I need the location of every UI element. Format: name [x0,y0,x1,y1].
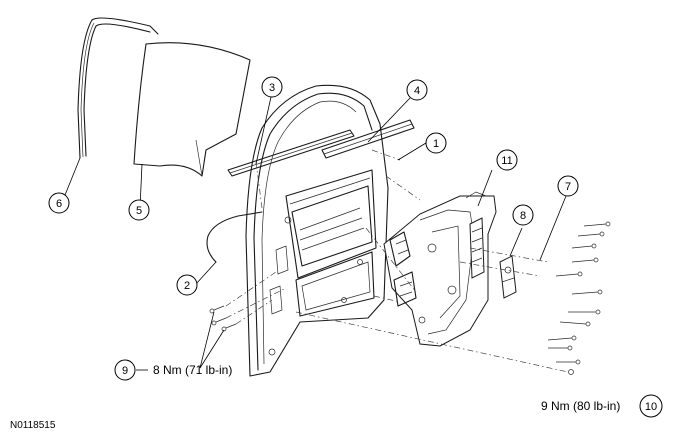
callout-11: 11 [496,149,518,171]
window-regulator [383,191,497,347]
inner-belt-weatherstrip [227,129,355,177]
callout-7: 7 [557,175,579,197]
callout-9: 9 [114,359,136,381]
callout-3: 3 [261,76,283,98]
callout-label: 2 [184,280,190,292]
callout-label: 1 [433,138,439,150]
figure-id: N0118515 [10,420,56,431]
callout-label: 10 [645,401,657,413]
window-motor [499,255,517,299]
callout-1: 1 [425,132,447,154]
leader-lines [62,96,567,371]
alignment-lines [225,149,569,373]
door-wiring-harness [206,211,263,263]
callout-4: 4 [406,79,428,101]
glass-run-channel [77,17,159,159]
callout-label: 4 [414,85,420,97]
callout-label: 9 [122,365,128,377]
callout-6: 6 [48,192,70,214]
door-shell [245,84,389,377]
bolt-group-right [547,221,611,375]
callout-label: 8 [520,210,526,222]
door-glass [133,42,251,177]
callout-label: 5 [136,205,142,217]
torque-spec-item-9: 8 Nm (71 lb-in) [153,363,232,377]
callout-label: 3 [269,82,275,94]
callout-5: 5 [128,199,150,221]
outer-belt-weatherstrip [321,119,415,159]
torque-spec-item-10: 9 Nm (80 lb-in) [541,399,620,413]
callout-8: 8 [512,204,534,226]
callout-10: 10 [639,394,663,418]
callout-label: 11 [501,155,512,167]
callout-label: 6 [56,198,62,210]
callout-2: 2 [176,274,198,296]
callout-label: 7 [565,181,571,193]
bolt-group-left [209,305,237,332]
